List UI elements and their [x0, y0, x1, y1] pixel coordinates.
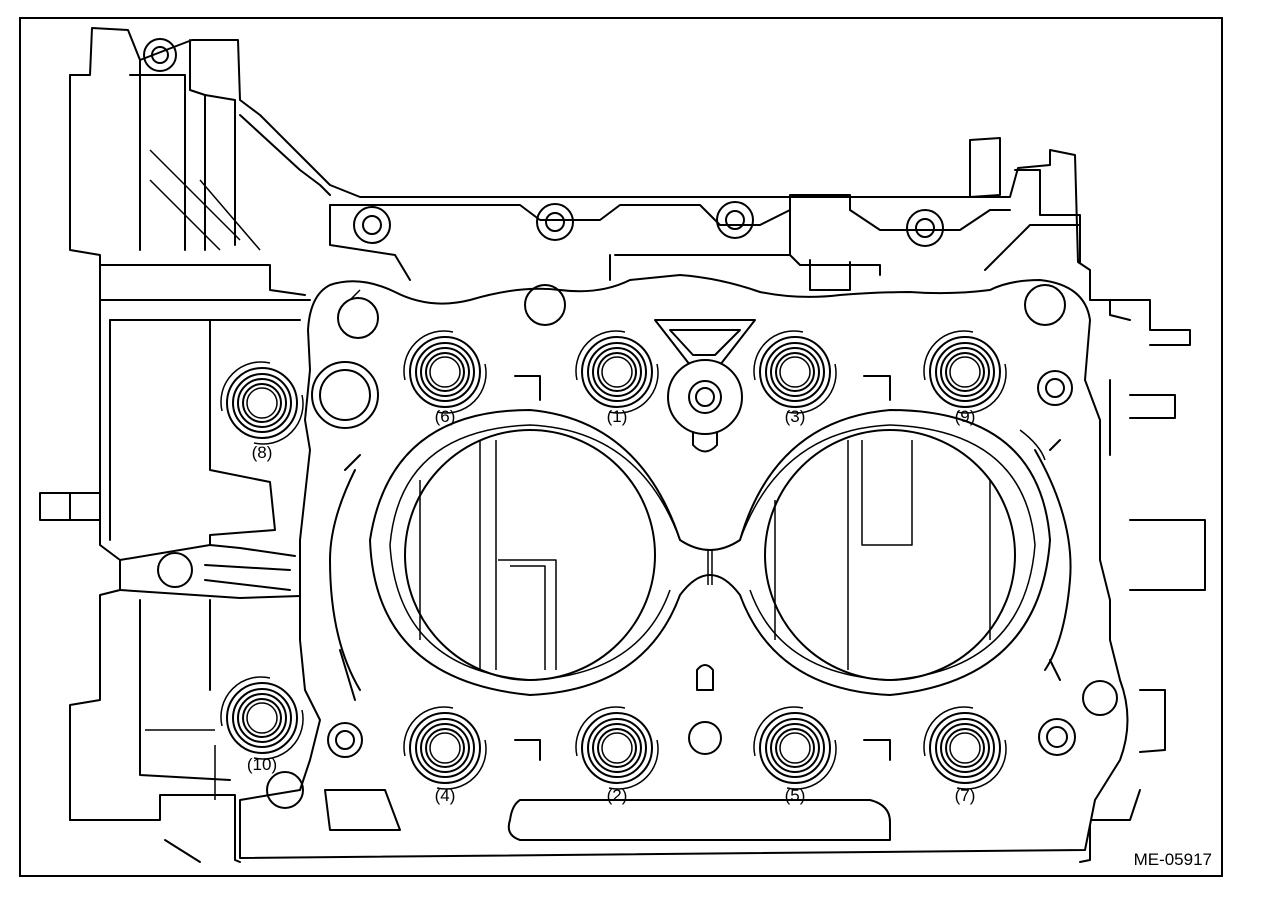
- bolt-label-2: (2): [607, 786, 628, 805]
- bolt-label-10: (10): [247, 755, 277, 774]
- bolt-3: (3): [753, 330, 837, 426]
- bolt-label-3: (3): [785, 407, 806, 426]
- block-left-casting: [39, 27, 1091, 863]
- bolt-2: (2): [575, 706, 659, 805]
- block-right-casting: [969, 137, 1206, 863]
- bolt-label-4: (4): [435, 786, 456, 805]
- bolt-8: (8): [220, 361, 304, 462]
- center-dowel-boss: [654, 319, 756, 755]
- bolt-label-5: (5): [785, 786, 806, 805]
- bolt-6: (6): [403, 330, 487, 426]
- block-top-deck: [329, 194, 1011, 291]
- bolt-label-8: (8): [252, 443, 273, 462]
- figure-code: ME-05917: [1134, 850, 1212, 869]
- bolt-10: (10): [220, 676, 304, 774]
- bolt-label-9: (9): [955, 407, 976, 426]
- passage-holes: [266, 284, 1118, 841]
- bolt-7: (7): [923, 706, 1007, 805]
- figure-frame: [19, 17, 1223, 877]
- bolt-4: (4): [403, 706, 487, 805]
- cylinder-bores: [369, 409, 1051, 696]
- bolt-1: (1): [575, 330, 659, 426]
- bolt-5: (5): [753, 706, 837, 805]
- water-jacket-outline: [329, 429, 1072, 701]
- bolt-label-7: (7): [955, 786, 976, 805]
- bolt-9: (9): [923, 330, 1007, 426]
- head-bolts: (1) (2) (3) (4) (5) (6) (7) (8) (9) (10): [220, 330, 1007, 805]
- bolt-label-1: (1): [607, 407, 628, 426]
- bolt-label-6: (6): [435, 407, 456, 426]
